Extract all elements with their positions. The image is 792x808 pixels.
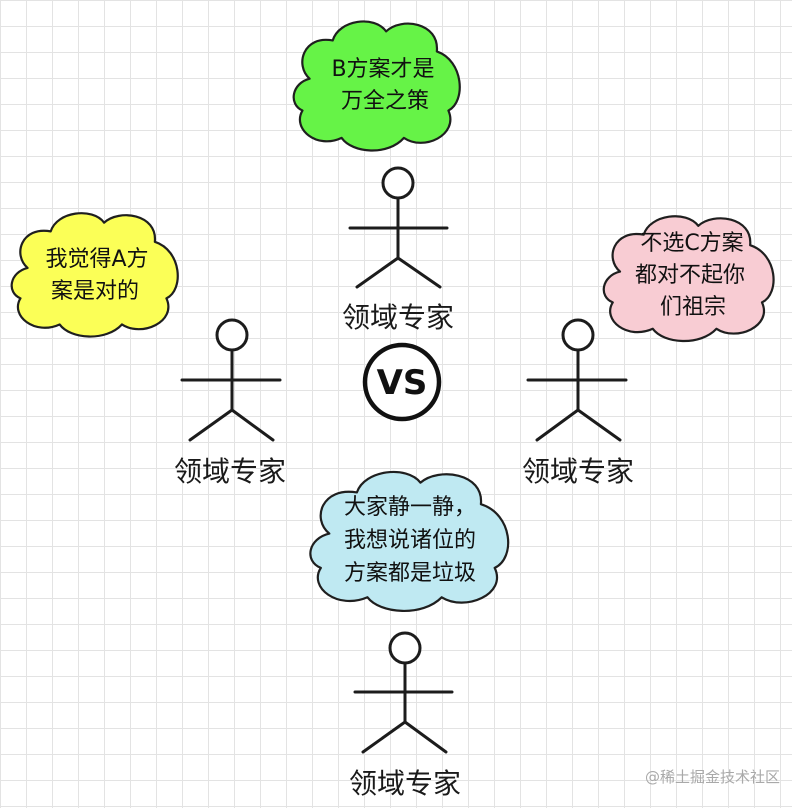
speech-cloud-bottom [310, 472, 508, 611]
vs-badge: VS [362, 342, 442, 422]
bubble-text-line: 案是对的 [51, 279, 139, 304]
expert-label: 领域专家 [522, 455, 634, 488]
bubble-text-line: 大家静一静， [344, 495, 476, 520]
expert-label: 领域专家 [349, 767, 461, 800]
bubble-text-line: 们祖宗 [660, 295, 726, 320]
stick-figure-icon [353, 631, 454, 754]
stick-figure-icon [526, 318, 628, 442]
bubble-text-line: 万全之策 [341, 89, 429, 114]
bubble-text-line: 方案都是垃圾 [344, 561, 476, 586]
watermark: @稀土掘金技术社区 [645, 768, 780, 786]
bubble-text-line: B方案才是 [331, 57, 434, 82]
expert-label: 领域专家 [342, 301, 454, 334]
speech-cloud-right [604, 216, 774, 341]
bubble-text-line: 都对不起你 [635, 263, 745, 288]
bubble-text-line: 我觉得A方 [45, 247, 148, 272]
speech-cloud-top [294, 21, 460, 150]
stick-figure-icon [180, 318, 282, 442]
bubble-text-line: 我想说诸位的 [344, 528, 476, 553]
vs-ring [362, 342, 442, 422]
speech-cloud-left [12, 213, 178, 336]
expert-bottom: 大家静一静， 我想说诸位的 方案都是垃圾 领域专家 [310, 472, 508, 800]
bubble-text-line: 不选C方案 [640, 231, 743, 256]
expert-right: 不选C方案 都对不起你 们祖宗 领域专家 [522, 216, 774, 488]
expert-top: B方案才是 万全之策 领域专家 [294, 21, 460, 334]
expert-left: 我觉得A方 案是对的 领域专家 [12, 213, 286, 488]
vs-label: VS [377, 363, 428, 403]
expert-label: 领域专家 [174, 455, 286, 488]
stick-figure-icon [348, 166, 449, 289]
